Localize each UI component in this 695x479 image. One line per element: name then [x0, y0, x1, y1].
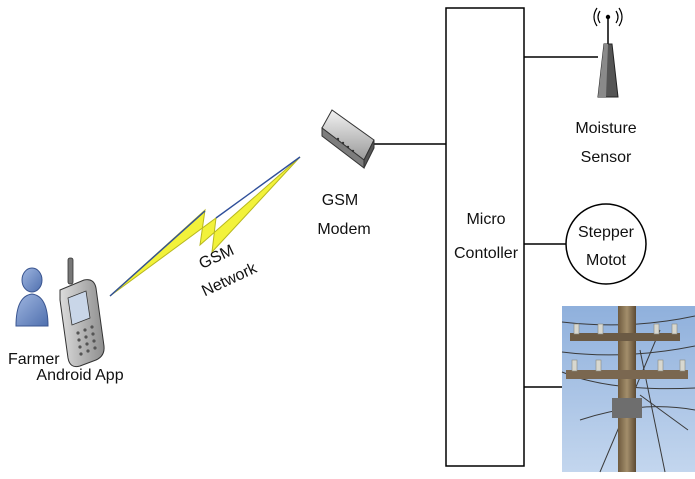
microcontroller-box [445, 7, 525, 467]
microcontroller-label-line2: Contoller [454, 245, 519, 262]
moisture-sensor-label-line2: Sensor [581, 149, 632, 166]
microcontroller-label-line1: Micro [466, 211, 505, 228]
mobile-phone-icon [59, 257, 105, 368]
connection-lines [372, 56, 598, 388]
stepper-motor-circle [565, 203, 647, 285]
gsm-modem-label-line1: GSM [322, 192, 358, 209]
gsm-modem-label-line2: Modem [317, 221, 370, 238]
antenna-icon [593, 7, 623, 98]
farmer-label: Farmer [8, 351, 60, 368]
stepper-motor-label-line2: Motot [586, 252, 627, 269]
stepper-motor-label-line1: Stepper [578, 224, 635, 241]
power-pole-photo [561, 306, 695, 473]
person-icon [15, 267, 49, 327]
modem-icon [321, 109, 375, 170]
lightning-bolt-icon [109, 156, 301, 297]
moisture-sensor-label-line1: Moisture [575, 120, 636, 137]
android-app-label: Android App [36, 367, 123, 384]
